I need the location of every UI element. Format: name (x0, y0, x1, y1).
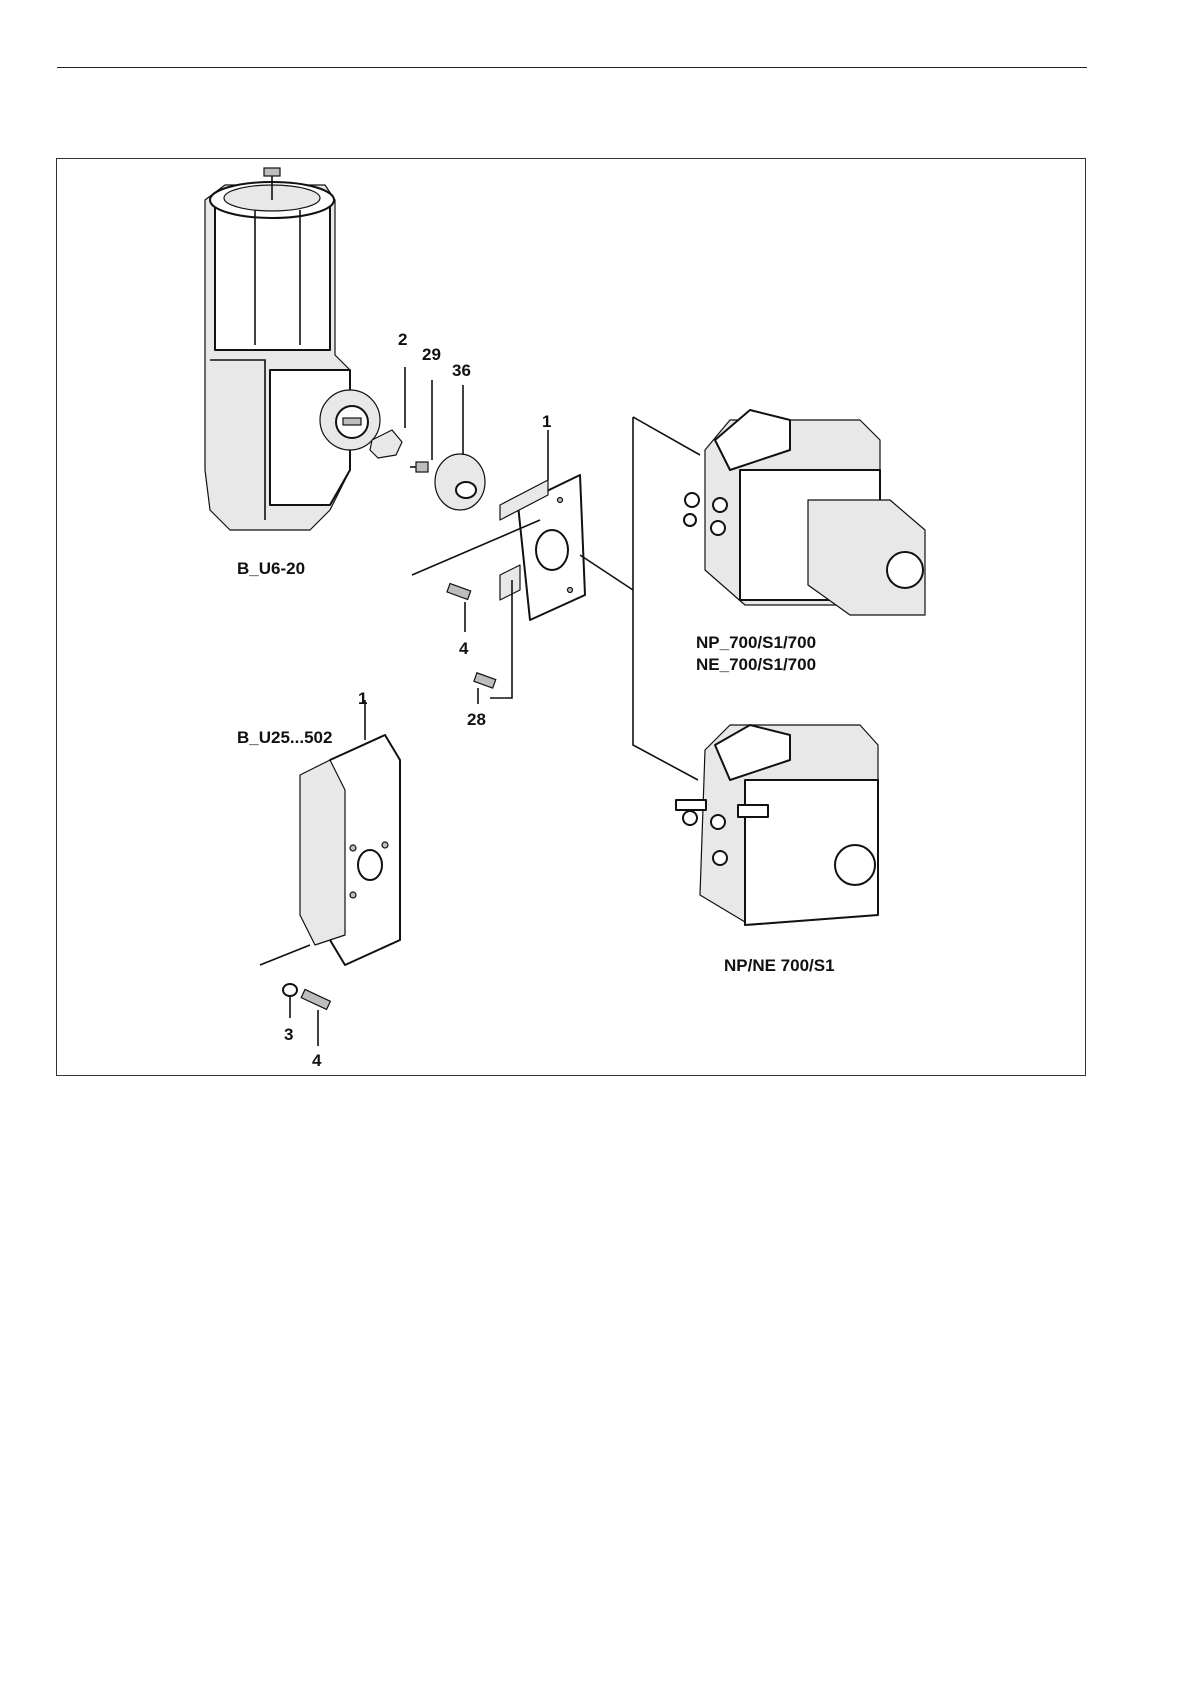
label-positioner-ne-700: NE_700/S1/700 (696, 656, 816, 673)
callout-part-36: 36 (452, 362, 471, 379)
actuator-b-u6-20 (205, 168, 380, 530)
part-4-screw-lower (301, 989, 330, 1046)
part-36-indicator-cap (435, 385, 485, 510)
positioner-np-ne-700-s1 (676, 725, 878, 925)
part-29-screw (410, 380, 432, 472)
callout-part-3: 3 (284, 1026, 293, 1043)
part-4-screw-upper (447, 583, 471, 632)
positioner-np-700 (684, 410, 925, 615)
label-actuator-b-u25-502: B_U25...502 (237, 729, 332, 746)
callout-part-1-bracket: 1 (358, 690, 367, 707)
part-28-screw (474, 673, 496, 704)
callout-part-29: 29 (422, 346, 441, 363)
label-positioner-np-700: NP_700/S1/700 (696, 634, 816, 651)
callout-part-28: 28 (467, 711, 486, 728)
label-positioner-np-ne-700-s1: NP/NE 700/S1 (724, 957, 835, 974)
part-3-washer (283, 984, 297, 1018)
callout-part-4-upper: 4 (459, 640, 468, 657)
label-actuator-b-u6-20: B_U6-20 (237, 560, 305, 577)
callout-part-4-lower: 4 (312, 1052, 321, 1069)
callout-part-2: 2 (398, 331, 407, 348)
callout-part-1-plate: 1 (542, 413, 551, 430)
